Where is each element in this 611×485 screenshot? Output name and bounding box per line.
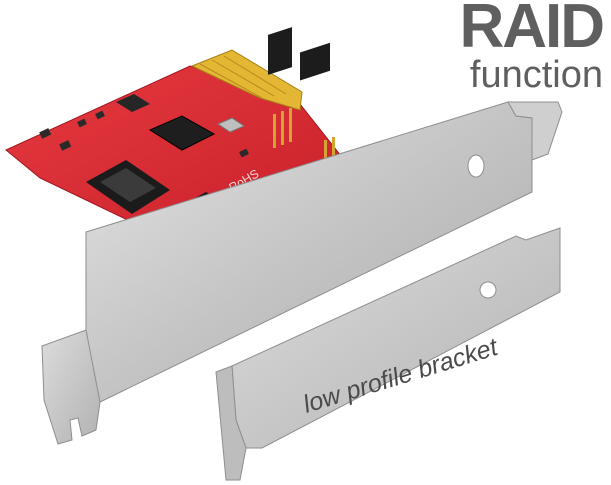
headline-subtitle: function xyxy=(469,54,603,96)
headline-title: RAID xyxy=(459,0,605,61)
low-profile-bracket xyxy=(215,227,561,481)
sata-port-1 xyxy=(86,160,170,214)
bracket-screw-slot xyxy=(467,154,485,178)
smd-components xyxy=(39,110,249,158)
crystal-oscillator xyxy=(216,117,246,133)
low-profile-screw-hole xyxy=(479,281,497,299)
raid-controller-chip xyxy=(148,115,216,151)
pin-header xyxy=(268,27,330,81)
small-chip xyxy=(116,94,150,112)
full-height-bracket xyxy=(41,101,563,445)
product-headline: RAID function xyxy=(459,0,605,96)
header-pins xyxy=(273,108,335,170)
